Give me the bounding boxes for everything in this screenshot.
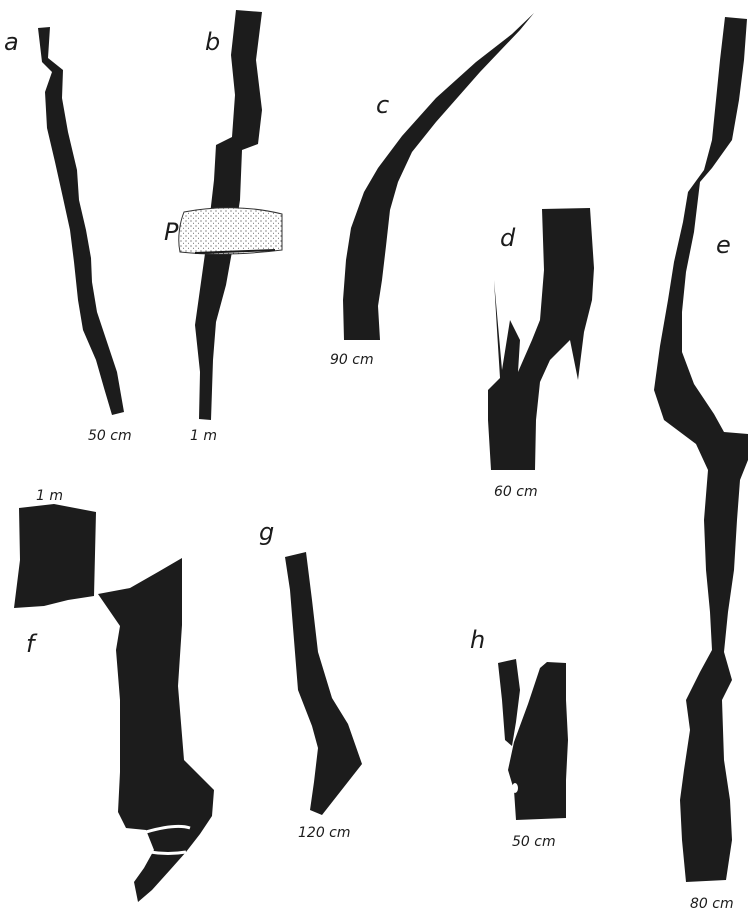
panel-g-scale: 120 cm xyxy=(298,825,351,841)
panel-a-scale: 50 cm xyxy=(88,428,132,444)
panel-d-scale: 60 cm xyxy=(494,484,538,500)
panel-b: b P 1 m xyxy=(164,10,282,444)
specimen-c xyxy=(343,13,534,340)
marker-p-label: P xyxy=(164,218,179,246)
specimen-g xyxy=(285,552,362,815)
panel-f: f 1 m xyxy=(14,488,214,902)
panel-c-letter: c xyxy=(376,91,389,119)
panel-d: d 60 cm xyxy=(488,208,594,500)
panel-b-letter: b xyxy=(205,28,220,56)
panel-e-letter: e xyxy=(716,231,731,259)
specimen-f-main xyxy=(98,558,214,902)
panel-g-letter: g xyxy=(259,518,274,546)
panel-a: a 50 cm xyxy=(4,27,132,444)
specimen-f-upper xyxy=(14,504,96,608)
marker-p-band xyxy=(179,208,282,254)
specimen-a xyxy=(38,27,124,415)
specimen-h-hole xyxy=(512,783,518,793)
panel-e-scale: 80 cm xyxy=(690,896,734,912)
specimen-e xyxy=(654,17,748,882)
panel-h-scale: 50 cm xyxy=(512,834,556,850)
panel-f-scale: 1 m xyxy=(36,488,63,504)
panel-c-scale: 90 cm xyxy=(330,352,374,368)
panel-b-scale: 1 m xyxy=(190,428,217,444)
specimen-h-sliver xyxy=(498,659,520,746)
panel-e: e 80 cm xyxy=(654,17,748,912)
panel-f-letter: f xyxy=(26,630,38,658)
panel-d-letter: d xyxy=(500,224,516,252)
panel-c: c 90 cm xyxy=(330,13,534,368)
panel-h-letter: h xyxy=(470,626,485,654)
panel-g: g 120 cm xyxy=(259,518,362,841)
panel-a-letter: a xyxy=(4,28,19,56)
panel-h: h 50 cm xyxy=(470,626,568,850)
